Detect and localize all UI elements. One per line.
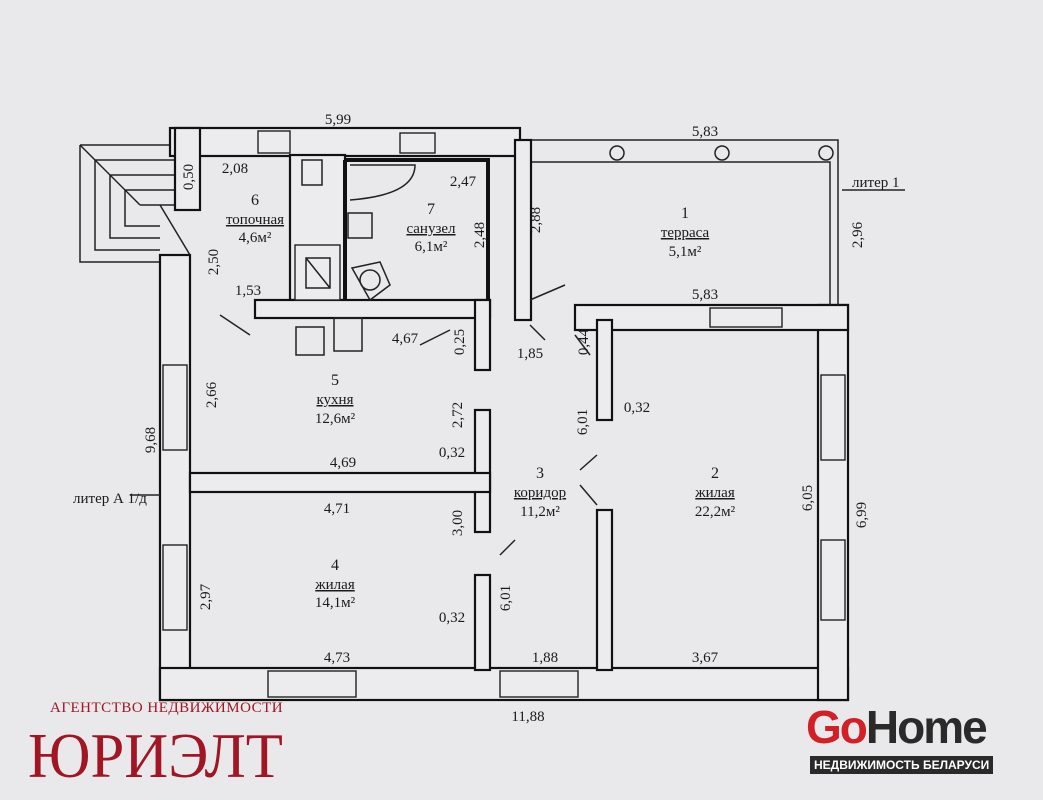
room-1: 1 терраса 5,1м² [661, 205, 710, 260]
svg-text:литер 1: литер 1 [852, 175, 899, 191]
svg-text:1,53: 1,53 [235, 283, 261, 299]
svg-text:4,67: 4,67 [392, 331, 419, 347]
room-5: 5 кухня 12,6м² [315, 372, 356, 427]
gohome-home: Home [865, 701, 988, 753]
svg-text:кухня: кухня [316, 392, 353, 408]
svg-text:11,2м²: 11,2м² [520, 504, 560, 520]
interior-walls [130, 138, 614, 672]
svg-text:9,68: 9,68 [143, 427, 159, 453]
room-7: 7 санузел 6,1м² [406, 201, 456, 255]
svg-text:5,1м²: 5,1м² [669, 244, 702, 260]
svg-text:1,85: 1,85 [517, 346, 543, 362]
svg-text:3: 3 [536, 465, 544, 482]
dimension-labels: 5,99 5,83 11,88 9,68 2,08 0,50 2,50 1,53… [73, 112, 899, 725]
svg-text:1,88: 1,88 [532, 650, 558, 666]
terrace-outline [520, 139, 905, 305]
svg-text:санузел: санузел [406, 221, 456, 237]
svg-text:1: 1 [681, 205, 689, 222]
svg-text:2,72: 2,72 [450, 402, 466, 428]
gohome-logo: GoHome [806, 701, 988, 753]
svg-text:4,71: 4,71 [324, 501, 350, 517]
svg-text:0,32: 0,32 [624, 400, 650, 416]
svg-text:4: 4 [331, 557, 339, 574]
room-2: 2 жилая 22,2м² [694, 465, 735, 520]
svg-text:0,25: 0,25 [452, 329, 468, 355]
svg-text:6,01: 6,01 [575, 409, 591, 435]
svg-text:4,69: 4,69 [330, 455, 356, 471]
svg-text:терраса: терраса [661, 225, 710, 241]
svg-text:5,83: 5,83 [692, 287, 718, 303]
svg-text:4,6м²: 4,6м² [239, 230, 272, 246]
svg-text:3,67: 3,67 [692, 650, 719, 666]
svg-text:6,99: 6,99 [854, 502, 870, 528]
svg-text:2,50: 2,50 [206, 249, 222, 275]
svg-text:6,05: 6,05 [800, 485, 816, 511]
svg-text:0,32: 0,32 [439, 445, 465, 461]
gohome-subtitle: НЕДВИЖИМОСТЬ БЕЛАРУСИ [810, 756, 994, 774]
svg-text:0,44: 0,44 [576, 328, 592, 355]
svg-text:6,1м²: 6,1м² [415, 239, 448, 255]
room-4: 4 жилая 14,1м² [314, 557, 355, 611]
gohome-go: Go [806, 701, 868, 753]
svg-text:литер А 1/д: литер А 1/д [73, 491, 147, 507]
svg-text:6: 6 [251, 192, 259, 209]
svg-text:3,00: 3,00 [450, 510, 466, 536]
svg-text:2,66: 2,66 [204, 381, 220, 408]
svg-text:2: 2 [711, 465, 719, 482]
svg-text:7: 7 [427, 201, 435, 218]
svg-text:11,88: 11,88 [511, 709, 544, 725]
svg-text:2,88: 2,88 [528, 207, 544, 233]
svg-text:2,97: 2,97 [198, 583, 214, 610]
svg-text:4,73: 4,73 [324, 650, 350, 666]
outer-walls [158, 126, 850, 702]
svg-text:5: 5 [331, 372, 339, 389]
svg-text:жилая: жилая [694, 485, 735, 501]
svg-text:5,83: 5,83 [692, 124, 718, 140]
svg-text:0,50: 0,50 [181, 164, 197, 190]
svg-text:22,2м²: 22,2м² [695, 504, 736, 520]
room-6: 6 топочная 4,6м² [226, 192, 284, 246]
svg-text:6,01: 6,01 [498, 585, 514, 611]
svg-text:2,48: 2,48 [472, 222, 488, 248]
svg-text:5,99: 5,99 [325, 112, 351, 128]
svg-text:2,96: 2,96 [850, 221, 866, 248]
svg-text:жилая: жилая [314, 577, 355, 593]
svg-text:2,47: 2,47 [450, 174, 477, 190]
svg-text:коридор: коридор [514, 485, 566, 501]
svg-text:12,6м²: 12,6м² [315, 411, 356, 427]
svg-text:14,1м²: 14,1м² [315, 595, 356, 611]
entrance-stairs [79, 144, 175, 263]
room-3: 3 коридор 11,2м² [514, 465, 566, 520]
agency-logo: ЮРИЭЛТ [28, 720, 283, 791]
agency-subtitle: АГЕНТСТВО НЕДВИЖИМОСТИ [50, 700, 284, 716]
svg-text:топочная: топочная [226, 212, 284, 228]
svg-text:0,32: 0,32 [439, 610, 465, 626]
svg-text:2,08: 2,08 [222, 161, 248, 177]
